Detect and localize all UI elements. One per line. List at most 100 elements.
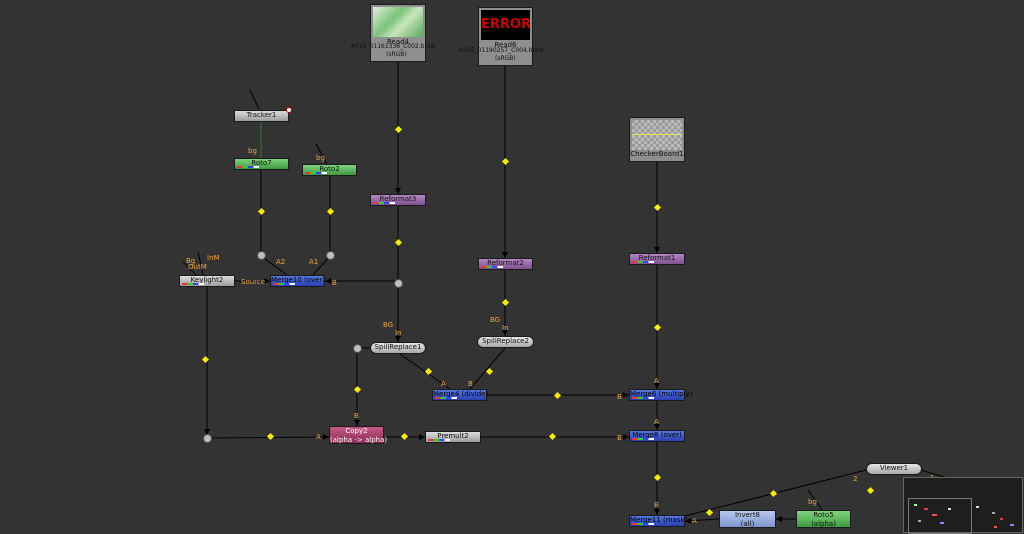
minimap-node	[932, 514, 937, 516]
input-label: BG	[383, 321, 394, 329]
minimap-node	[914, 504, 917, 506]
invert8-node[interactable]: Invert8 (all)	[719, 510, 776, 528]
reformat3-title: Reformat3	[379, 195, 417, 203]
input-label: InM	[207, 254, 220, 262]
channel-swatch	[632, 523, 654, 525]
channel-swatch	[632, 438, 654, 440]
spillreplace1-node[interactable]: SpillReplace1	[370, 342, 426, 354]
dot-node-icon[interactable]	[326, 251, 335, 260]
reformat1-node[interactable]: Reformat1	[629, 253, 685, 265]
merge4-node[interactable]: Merge4 (divide)	[432, 389, 489, 401]
read6-node[interactable]: ERROR Read6	[478, 7, 533, 66]
premult2-node[interactable]: Premult2	[425, 431, 481, 443]
minimap-node	[918, 520, 921, 522]
input-label: B	[354, 412, 359, 420]
input-label: A	[692, 517, 697, 525]
minimap-viewport[interactable]	[908, 498, 972, 534]
input-label: Bg	[186, 257, 196, 265]
reformat1-title: Reformat1	[638, 254, 676, 262]
channel-swatch	[237, 166, 259, 168]
input-label: In	[502, 324, 509, 332]
viewer1-title: Viewer1	[879, 464, 909, 472]
invert8-sub: (all)	[740, 520, 755, 528]
reformat2-node[interactable]: Reformat2	[478, 258, 533, 270]
copy2-title: Copy2	[345, 427, 368, 435]
input-label: A	[441, 380, 446, 388]
invert8-title: Invert8	[734, 511, 761, 519]
read4-colorspace: (sRGB)	[386, 51, 407, 58]
tracker1-title: Tracker1	[246, 111, 277, 119]
roto2-title: Roto2	[319, 165, 340, 173]
roto5-title: Roto5	[813, 511, 834, 519]
merge6-title: Merge6 (multiply)	[630, 390, 693, 398]
tracker1-node[interactable]: Tracker1	[234, 110, 289, 122]
copy2-sub: (alpha -> alpha)	[330, 436, 388, 444]
merge8-node[interactable]: Merge8 (over)	[629, 430, 685, 442]
read6-colorspace: (sRGB)	[495, 55, 516, 62]
read6-error-thumbnail: ERROR	[481, 10, 531, 40]
minimap-node	[948, 508, 951, 510]
reformat3-node[interactable]: Reformat3	[370, 194, 426, 206]
checkerboard1-title: CheckerBoard1	[630, 150, 684, 158]
spillreplace2-title: SpillReplace2	[482, 337, 529, 345]
input-label: B	[617, 434, 622, 442]
spillreplace2-node[interactable]: SpillReplace2	[477, 336, 534, 348]
input-label: B	[654, 501, 659, 509]
read4-file: A015_01161336_C002.braw	[351, 43, 436, 50]
dot-node-icon[interactable]	[257, 251, 266, 260]
merge8-title: Merge8 (over)	[632, 431, 682, 439]
read4-thumbnail	[373, 7, 423, 37]
input-label: bg	[316, 154, 325, 162]
channel-swatch	[428, 439, 450, 441]
merge11-node[interactable]: Merge11 (mask)	[629, 515, 688, 527]
roto7-node[interactable]: Roto7	[234, 158, 289, 170]
read4-title: Read4	[386, 38, 410, 46]
minimap-node	[976, 506, 979, 508]
premult2-title: Premult2	[437, 432, 469, 440]
viewer1-node[interactable]: Viewer1	[866, 463, 922, 475]
read6-title: Read6	[494, 41, 517, 49]
spillreplace1-title: SpillReplace1	[374, 343, 422, 351]
channel-swatch	[273, 283, 295, 285]
keylight2-title: Keylight2	[190, 276, 224, 284]
input-label: B	[332, 279, 337, 287]
dot-node-icon[interactable]	[203, 434, 212, 443]
dot-node-icon[interactable]	[394, 279, 403, 288]
input-label: A1	[309, 258, 319, 266]
dot-node-icon[interactable]	[353, 344, 362, 353]
channel-swatch	[182, 283, 204, 285]
channel-swatch	[435, 397, 457, 399]
read4-node[interactable]: Read4	[370, 4, 426, 62]
channel-swatch	[632, 261, 654, 263]
checkerboard1-node[interactable]: CheckerBoard1	[629, 117, 685, 162]
minimap-node	[994, 526, 997, 528]
input-label: B	[617, 393, 622, 401]
channel-swatch	[481, 266, 503, 268]
input-label: A	[654, 377, 659, 385]
channel-swatch	[305, 172, 327, 174]
channel-swatch	[373, 202, 395, 204]
tracker-indicator-icon	[286, 107, 292, 113]
read6-file: A015_01190257_C004.braw	[459, 47, 544, 54]
reformat2-title: Reformat2	[487, 259, 524, 267]
minimap-node	[924, 508, 928, 510]
roto7-title: Roto7	[251, 159, 272, 167]
checkerboard-thumbnail	[632, 120, 682, 150]
roto2-node[interactable]: Roto2	[302, 164, 357, 176]
keylight2-node[interactable]: Keylight2	[179, 275, 235, 287]
merge4-title: Merge4 (divide)	[433, 390, 489, 398]
input-label: A2	[276, 258, 286, 266]
merge11-title: Merge11 (mask)	[630, 516, 688, 524]
node-graph-minimap[interactable]	[903, 477, 1023, 534]
minimap-node	[1010, 524, 1014, 526]
input-label: B	[468, 380, 473, 388]
copy2-node[interactable]: Copy2 (alpha -> alpha)	[329, 426, 388, 444]
input-label: Source	[241, 278, 266, 286]
merge6-node[interactable]: Merge6 (multiply)	[629, 389, 693, 401]
merge10-node[interactable]: Merge10 (over)	[270, 275, 325, 287]
merge10-title: Merge10 (over)	[271, 276, 326, 284]
input-label: A	[654, 418, 659, 426]
input-label: OutM	[188, 263, 207, 271]
minimap-node	[1000, 518, 1003, 520]
roto5-node[interactable]: Roto5 (alpha)	[796, 510, 851, 528]
